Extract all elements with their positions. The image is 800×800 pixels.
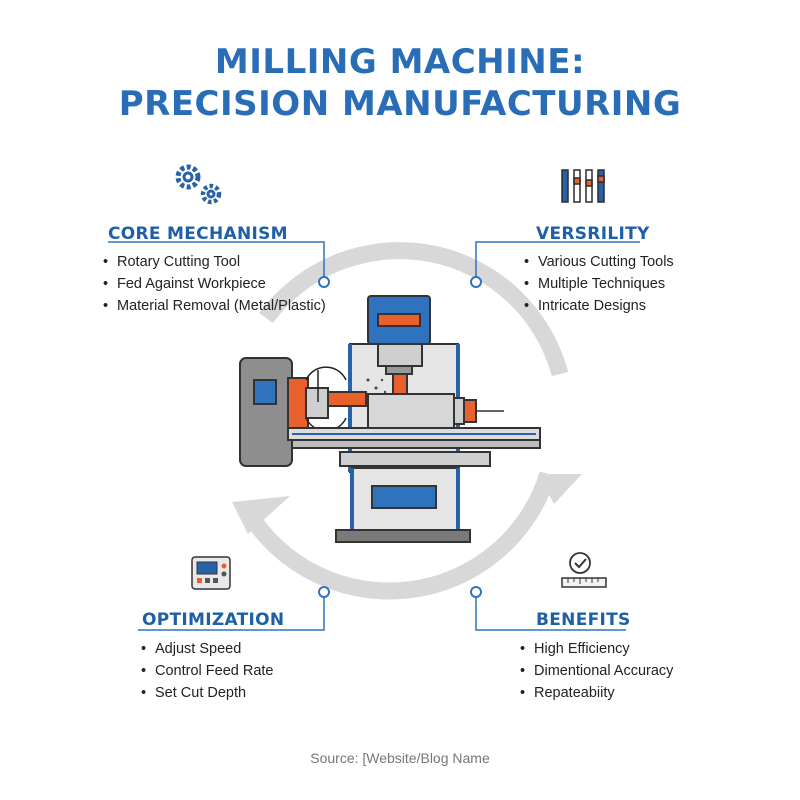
versatility-list: Various Cutting Tools Multiple Technique… [524,251,674,317]
cycle-arrow-bottom [240,471,557,600]
connector-optimization [138,596,325,631]
control-panel-icon [191,556,231,590]
core-mechanism-list: Rotary Cutting Tool Fed Against Workpiec… [103,251,326,317]
horizontal-cutter [327,391,367,407]
source-caption: Source: [Website/Blog Name [310,750,490,766]
connector-dots [318,276,482,598]
page-title-line-2: PRECISION MANUFACTURING [118,84,682,124]
page-title-line-1: MILLING MACHINE: [214,42,586,82]
checkmark-ruler-icon [561,552,607,588]
workpiece [367,393,455,429]
section-title-optimization: OPTIMIZATION [142,610,285,630]
optimization-list: Adjust Speed Control Feed Rate Set Cut D… [141,638,273,704]
list-item: Rotary Cutting Tool [103,251,326,273]
list-item: Set Cut Depth [141,682,273,704]
cutting-tools-icon [561,169,605,203]
milling-machine-illustration [239,295,541,543]
list-item: Dimentional Accuracy [520,660,673,682]
list-item: Fed Against Workpiece [103,273,326,295]
vertical-cutter [392,373,408,397]
benefits-list: High Efficiency Dimentional Accuracy Rep… [520,638,673,704]
list-item: Various Cutting Tools [524,251,674,273]
list-item: Intricate Designs [524,295,674,317]
section-title-benefits: BENEFITS [536,610,631,630]
list-item: Adjust Speed [141,638,273,660]
left-housing [239,357,293,467]
gears-icon [175,164,222,205]
connector-versatility [475,241,640,278]
connector-benefits [475,596,626,631]
list-item: Multiple Techniques [524,273,674,295]
cycle-arrowhead-left [232,496,290,534]
rotation-arrow [305,366,347,381]
list-item: Repateabiity [520,682,673,704]
list-item: Material Removal (Metal/Plastic) [103,295,326,317]
list-item: High Efficiency [520,638,673,660]
section-title-versatility: VERSRILITY [536,224,650,244]
section-title-core-mechanism: CORE MECHANISM [108,224,288,244]
cycle-arrowhead-right [538,474,582,504]
list-item: Control Feed Rate [141,660,273,682]
